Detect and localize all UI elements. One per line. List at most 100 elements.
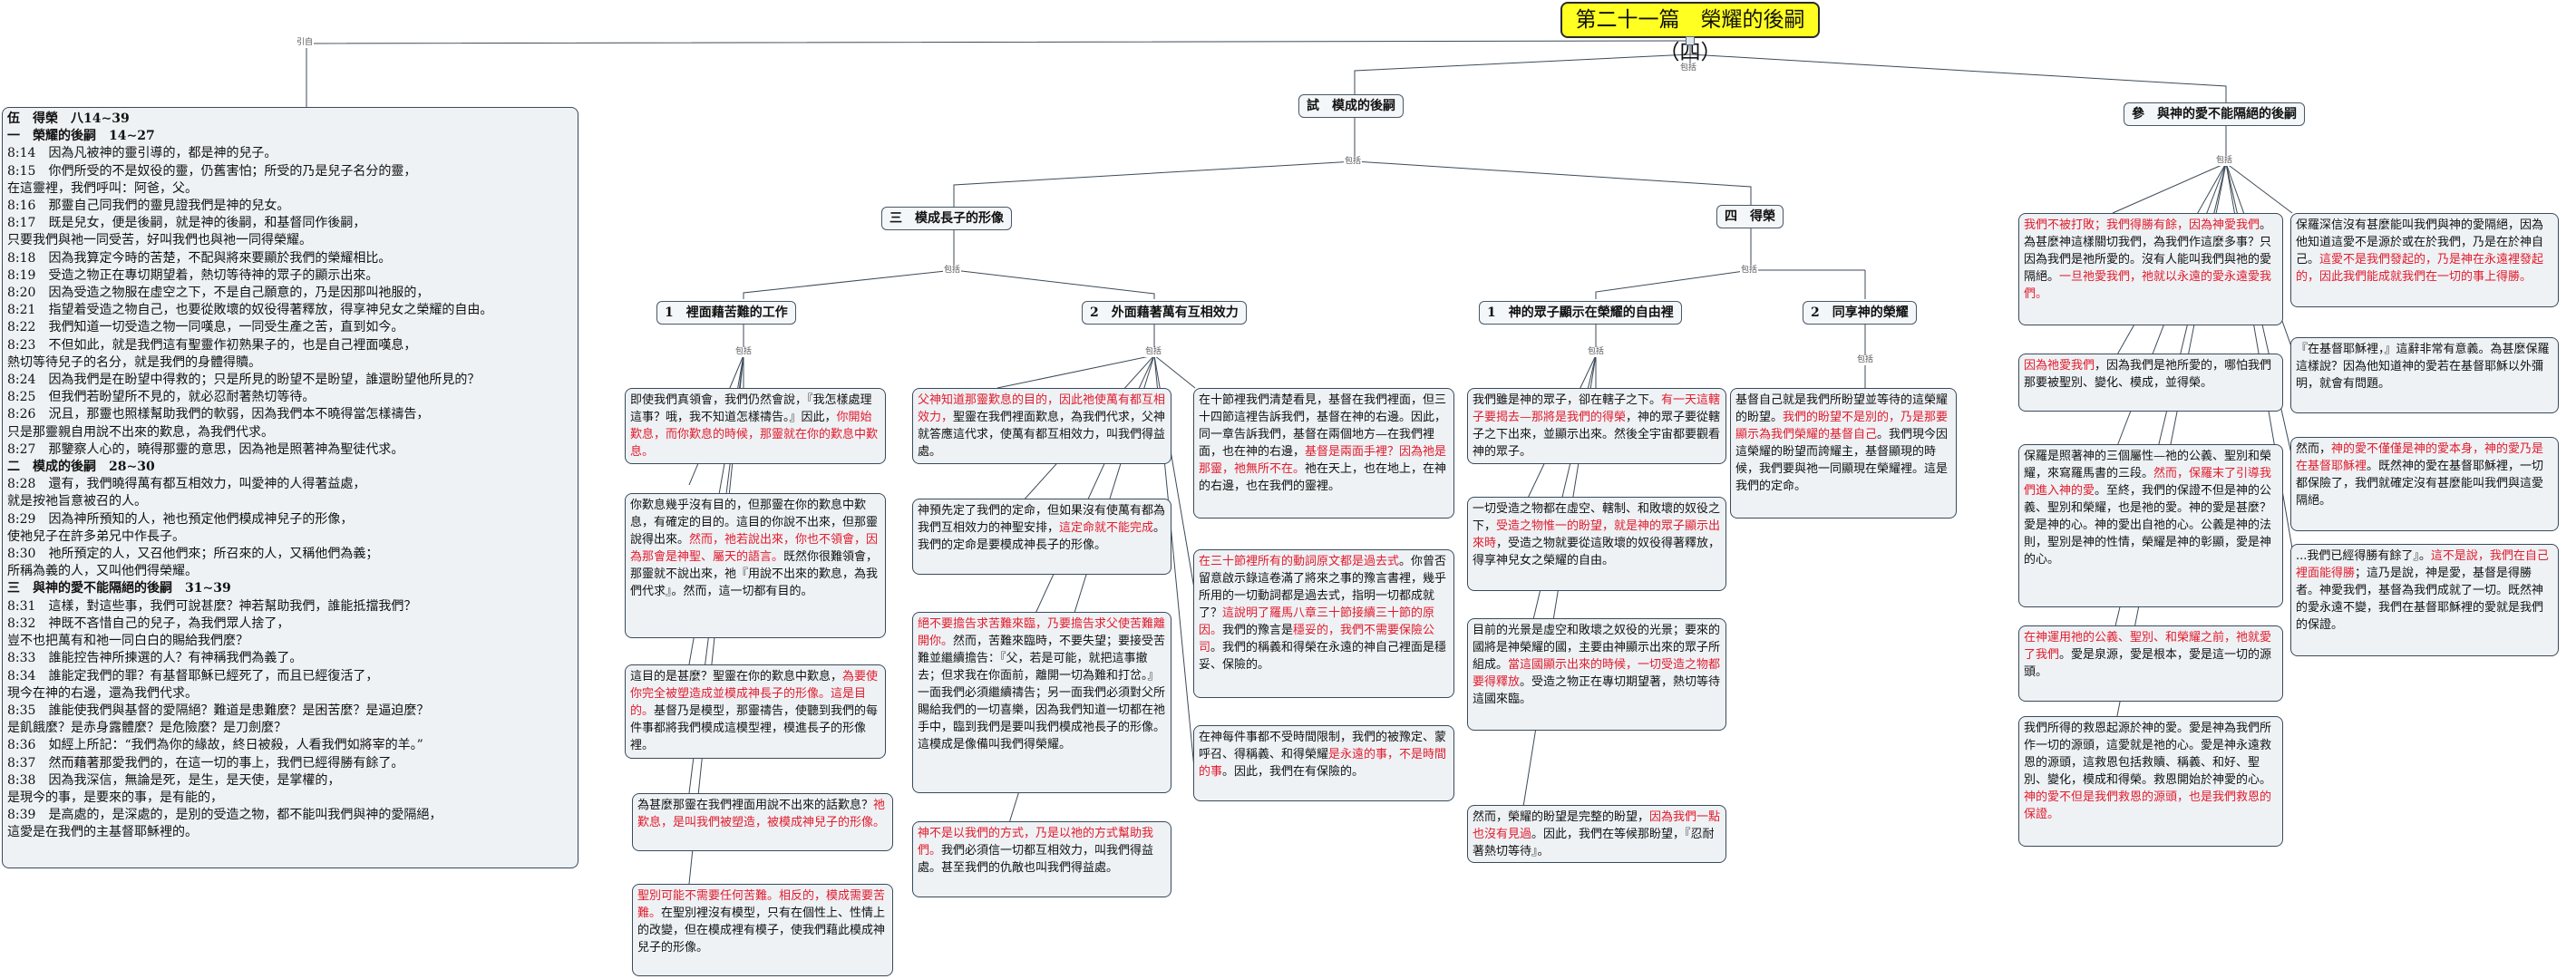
edge-label-intro: 引自 [296,38,315,48]
scripture-section-heading: 一 榮耀的後嗣 14∼27 [7,129,155,144]
card-text: 『在基督耶穌裡，』這辭非常有意義。為甚麼保羅這樣說？因為他知道神的愛若在基督耶穌… [2296,343,2550,391]
note-card[interactable]: 因為祂愛我們，因為我們是祂所愛的，哪怕我們那要被聖別、變化、模成，並得榮。 [2018,354,2283,412]
highlighted-text: 為要使你完全被塑造成並模成神長子的形像。這是目的。 [630,670,879,718]
highlighted-text: 聖別可能不需要任何苦難。相反的，模成需要苦難。 [637,889,886,920]
edge-label-includes-can: 包括 [2215,156,2234,166]
highlighted-text: 神的愛不但是我們救恩的源頭，也是我們救恩的保證。 [2024,790,2272,821]
note-card[interactable]: 在神運用祂的公義、聖別、和榮耀之前，祂就愛了我們。愛是泉源，愛是根本，愛是這一切… [2018,625,2283,702]
scripture-verse-line: 8:18 因為我算定今時的苦楚，不配與將來要顯於我們的榮耀相比。 [7,250,392,266]
card-text: 在神每件事都不受時間限制，我們的被豫定、蒙呼召、得稱義、和得榮耀 [1199,731,1447,761]
scripture-section-heading: 二 模成的後嗣 28∼30 [7,460,155,475]
card-text: 然而，榮耀的盼望是完整的盼望， [1473,810,1650,824]
scripture-verse-line: 豈不也把萬有和祂一同白白的賜給我們麼？ [7,634,248,649]
note-card[interactable]: 你歎息幾乎沒有目的，但那靈在你的歎息中歎息，有確定的目的。這目的你說不出來，但那… [625,493,886,638]
note-card[interactable]: 目前的光景是虛空和敗壞之奴役的光景；要來的國將是神榮耀的國，主要由神顯示出來的眾… [1467,618,1726,731]
highlighted-text: 絕不要擔告求苦難來臨，乃要擔告求父使苦難離開你。 [918,617,1166,648]
note-card[interactable]: 父神知道那靈歎息的目的，因此祂使萬有都互相效力，聖靈在我們裡面歎息，為我們代求，… [912,388,1171,464]
edge-label-includes-1b: 包括 [1587,347,1606,357]
heading-1b-sons-manifested[interactable]: 1 神的眾子顯示在榮耀的自由裡 [1479,301,1682,325]
highlighted-text: 我們不被打敗；我們得勝有餘，因為神愛我們 [2024,218,2260,232]
highlighted-text: 你開始歎息，而你歎息的時候，那靈就在你的歎息中歎息。 [630,411,879,459]
card-text: 我們必須信一切都互相效力，叫我們得益處。甚至我們的仇敵也叫我們得益處。 [918,844,1154,875]
card-text: 。你曾否留意啟示錄這卷滿了將來之事的豫言書裡，幾乎所用的一切動詞都是過去式，指明… [1199,555,1447,620]
scripture-verse-line: 現今在神的右邊，還為我們代求。 [7,685,198,701]
scripture-verse-line: 8:31 這樣，對這些事，我們可說甚麼？神若幫助我們，誰能抵擋我們？ [7,598,417,614]
heading-can-inseparable-heirs[interactable]: 參 與神的愛不能隔絕的後嗣 [2124,102,2305,126]
edge-label-includes-si: 包括 [1740,266,1759,276]
title-collapse-toggle[interactable] [1686,36,1695,45]
scripture-verse-line: 8:29 因為神所預知的人，祂也預定他們模成神兒子的形像， [7,511,354,527]
edge-label-includes-1a: 包括 [734,347,753,357]
note-card[interactable]: 在十節裡我們清楚看見，基督在我們裡面，但三十四節這裡告訴我們，基督在神的右邊。因… [1193,388,1454,519]
scripture-verse-line: 8:35 誰能使我們與基督的愛隔絕？難道是患難麼？是困苦麼？是逼迫麼？ [7,703,430,718]
card-text: 這目的是甚麼？聖靈在你的歎息中歎息， [630,670,843,683]
note-card[interactable]: 基督自己就是我們所盼望並等待的這榮耀的盼望。我們的盼望不是別的，乃是那要顯示為我… [1730,388,1957,519]
note-card[interactable]: 我們不被打敗；我們得勝有餘，因為神愛我們。為甚麼神這樣關切我們，為我們作這麼多事… [2018,213,2283,325]
note-card[interactable]: 即使我們真領會，我們仍然會說，『我怎樣處理這事？哦，我不知道怎樣禱告。』因此，你… [625,388,886,464]
scripture-verse-line: 8:27 那鑒察人心的，曉得那靈的意思，因為祂是照著神為聖徒代求。 [7,441,404,457]
highlighted-text: 這說明了羅馬八章三十節接續三十節的原因。 [1199,606,1435,637]
note-card[interactable]: 一切受造之物都在虛空、轄制、和敗壞的奴役之下，受造之物惟一的盼望，就是神的眾子顯… [1467,497,1726,591]
card-text: 即使我們真領會，我們仍然會說，『我怎樣處理這事？哦，我不知道怎樣禱告。』因此， [630,393,872,424]
highlighted-text: 這不是說，我們在自己裡面能得勝 [2296,549,2549,580]
scripture-verse-line: 這愛是在我們的主基督耶穌裡的。 [7,825,198,840]
heading-san-firstborn-image[interactable]: 三 模成長子的形像 [881,207,1012,230]
note-card[interactable]: 絕不要擔告求苦難來臨，乃要擔告求父使苦難離開你。然而，苦難來臨時，不要失望；要接… [912,612,1171,793]
note-card[interactable]: 為甚麼那靈在我們裡面用說不出來的話歎息？祂歎息，是叫我們被塑造，被模成神兒子的形… [632,793,893,851]
note-card[interactable]: 然而，榮耀的盼望是完整的盼望，因為我們一點也沒有見過。因此，我們在等候那盼望，『… [1467,805,1726,863]
card-text: 在聖別裡沒有模型，只有在個性上、性情上的改變，但在模成裡有模子，使我們藉此模成神… [637,906,886,955]
note-card[interactable]: 保羅深信沒有甚麼能叫我們與神的愛隔絕，因為他知道這愛不是源於或在於我們，乃是在於… [2290,213,2559,307]
card-text: 神預先定了我們的定命，但如果沒有使萬有都為我們互相效力的神聖安排， [918,504,1166,535]
card-text: ，受造之物就要從這敗壞的奴役得著釋放，得享神兒女之榮耀的自由。 [1473,537,1721,567]
card-text: 我們雖是神的眾子，卻在轄子之下。 [1473,393,1662,407]
heading-si-glorified[interactable]: 四 得榮 [1716,205,1784,228]
heading-1a-inner-suffering[interactable]: 1 裡面藉苦難的工作 [656,301,796,325]
note-card[interactable]: 我們雖是神的眾子，卻在轄子之下。有一天這轄子要揭去—那將是我們的得榮，神的眾子要… [1467,388,1726,464]
highlighted-text: 神的愛不僅僅是神的愛本身，神的愛乃是在基督耶穌裡 [2296,442,2544,473]
highlighted-text: 然而，祂若說出來，你也不領會，因為那會是神聖、屬天的語言。 [630,533,879,564]
scripture-verse-line: 8:39 是高處的，是深處的，是別的受造之物，都不能叫我們與神的愛隔絕， [7,808,442,823]
scripture-section-heading: 三 與神的愛不能隔絕的後嗣 31∼39 [7,581,231,596]
card-text: 一切受造之物都在虛空、轄制、和敗壞的奴役之下， [1473,502,1721,533]
highlighted-text: 這定命就不能完成 [1059,521,1154,535]
highlighted-text: 父神知道那靈歎息的目的，因此祂使萬有都互相效力， [918,393,1166,424]
card-text: 。因此，我們在有保險的。 [1222,765,1365,779]
card-text: 。受造之物正在專切期望著，熱切等待這國來臨。 [1473,675,1721,706]
highlighted-text: 祂歎息，是叫我們被塑造，被模成神兒子的形像。 [637,799,886,829]
note-card[interactable]: 聖別可能不需要任何苦難。相反的，模成需要苦難。在聖別裡沒有模型，只有在個性上、性… [632,884,893,976]
note-card[interactable]: 我們所得的救恩起源於神的愛。愛是神為我們所作一切的源頭，這愛就是祂的心。愛是神永… [2018,716,2283,847]
scripture-verse-line: 8:34 誰能定我們的罪？有基督耶穌已經死了，而且已經復活了， [7,668,379,683]
highlighted-text: 有一天這轄子要揭去—那將是我們的得榮 [1473,393,1721,424]
card-text: 基督自己就是我們所盼望並等待的這榮耀的盼望。 [1735,393,1949,424]
scripture-verse-line: 8:36 如經上所記：“我們為你的緣故，終日被殺，人看我們如將宰的羊。” [7,738,423,753]
scripture-verse-line: 是現今的事，是要來的事，是有能的， [7,790,223,805]
scripture-verse-line: 8:21 指望着受造之物自己，也要從敗壞的奴役得著釋放，得享神兒女之榮耀的自由。 [7,303,493,318]
scripture-verse-line: 是飢餓麼？是赤身露體麼？是危險麼？是刀劍麼？ [7,721,287,736]
note-card[interactable]: ...我們已經得勝有餘了』。這不是說，我們在自己裡面能得勝；這乃是說，神是愛，基… [2290,544,2559,656]
scripture-verse-line: 8:33 誰能控告神所揀選的人？有神稱我們為義了。 [7,651,303,666]
card-text: 。我們的定命是要模成神長子的形像。 [918,521,1166,552]
card-text: 既然你很難領會，那靈就不說出來，祂『用說不出來的歎息，為我們代求』。然而，這一切… [630,550,879,598]
scripture-verse-line: 只要我們與祂一同受苦，好叫我們也與祂一同得榮耀。 [7,233,312,248]
note-card[interactable]: 保羅是照著神的三個屬性—祂的公義、聖別和榮耀，來寫羅馬書的三段。然而，保羅末了引… [2018,444,2283,607]
card-text: 你歎息幾乎沒有目的，但那靈在你的歎息中歎息，有確定的目的。這目的你說不出來，但那… [630,499,879,547]
heading-2b-share-glory[interactable]: 2 同享神的榮耀 [1803,301,1917,325]
note-card[interactable]: 在神每件事都不受時間限制，我們的被豫定、蒙呼召、得稱義、和得榮耀是永遠的事，不是… [1193,725,1454,801]
card-text: 基督乃是模型，那靈禱告，使聽到我們的每件事都將我們模成這模型裡，模進長子的形像裡… [630,704,879,752]
note-card[interactable]: 神預先定了我們的定命，但如果沒有使萬有都為我們互相效力的神聖安排，這定命就不能完… [912,499,1171,575]
heading-2a-all-things-work[interactable]: 2 外面藉著萬有互相效力 [1082,301,1247,325]
scripture-verse-line: 8:32 神既不吝惜自己的兒子，為我們眾人捨了， [7,616,290,631]
card-text: 。我們的稱義和得榮在永遠的神自己裡面是穩妥、保險的。 [1199,641,1447,672]
note-card[interactable]: 然而，神的愛不僅僅是神的愛本身，神的愛乃是在基督耶穌裡。既然神的愛在基督耶穌裡，… [2290,437,2559,531]
scripture-verse-line: 8:19 受造之物正在專切期望着，熱切等待神的眾子的顯示出來。 [7,267,379,283]
note-card[interactable]: 『在基督耶穌裡，』這辭非常有意義。為甚麼保羅這樣說？因為他知道神的愛若在基督耶穌… [2290,337,2559,413]
note-card[interactable]: 這目的是甚麼？聖靈在你的歎息中歎息，為要使你完全被塑造成並模成神長子的形像。這是… [625,664,886,759]
card-text: 聖靈在我們裡面歎息，為我們代求，父神就答應這代求，使萬有都互相效力，叫我們得益處… [918,411,1166,459]
edge-label-includes-2b: 包括 [1856,355,1875,365]
note-card[interactable]: 神不是以我們的方式，乃是以祂的方式幫助我們。我們必須信一切都互相效力，叫我們得益… [912,821,1171,897]
card-text: 。至終，我們的保證不但是神的公義、聖別和榮耀，也是祂的愛。神的愛是甚麼？愛是神的… [2024,484,2272,567]
scripture-verse-line: 8:26 況且，那靈也照樣幫助我們的軟弱，因為我們本不曉得當怎樣禱告， [7,407,430,422]
heading-shi-conformed-heirs[interactable]: 試 模成的後嗣 [1298,94,1404,118]
note-card[interactable]: 在三十節裡所有的動詞原文都是過去式。你曾否留意啟示錄這卷滿了將來之事的豫言書裡，… [1193,549,1454,698]
card-text: ，神的眾子要從轄子之下出來，並顯示出來。然後全宇宙都要觀看神的眾子。 [1473,411,1721,459]
